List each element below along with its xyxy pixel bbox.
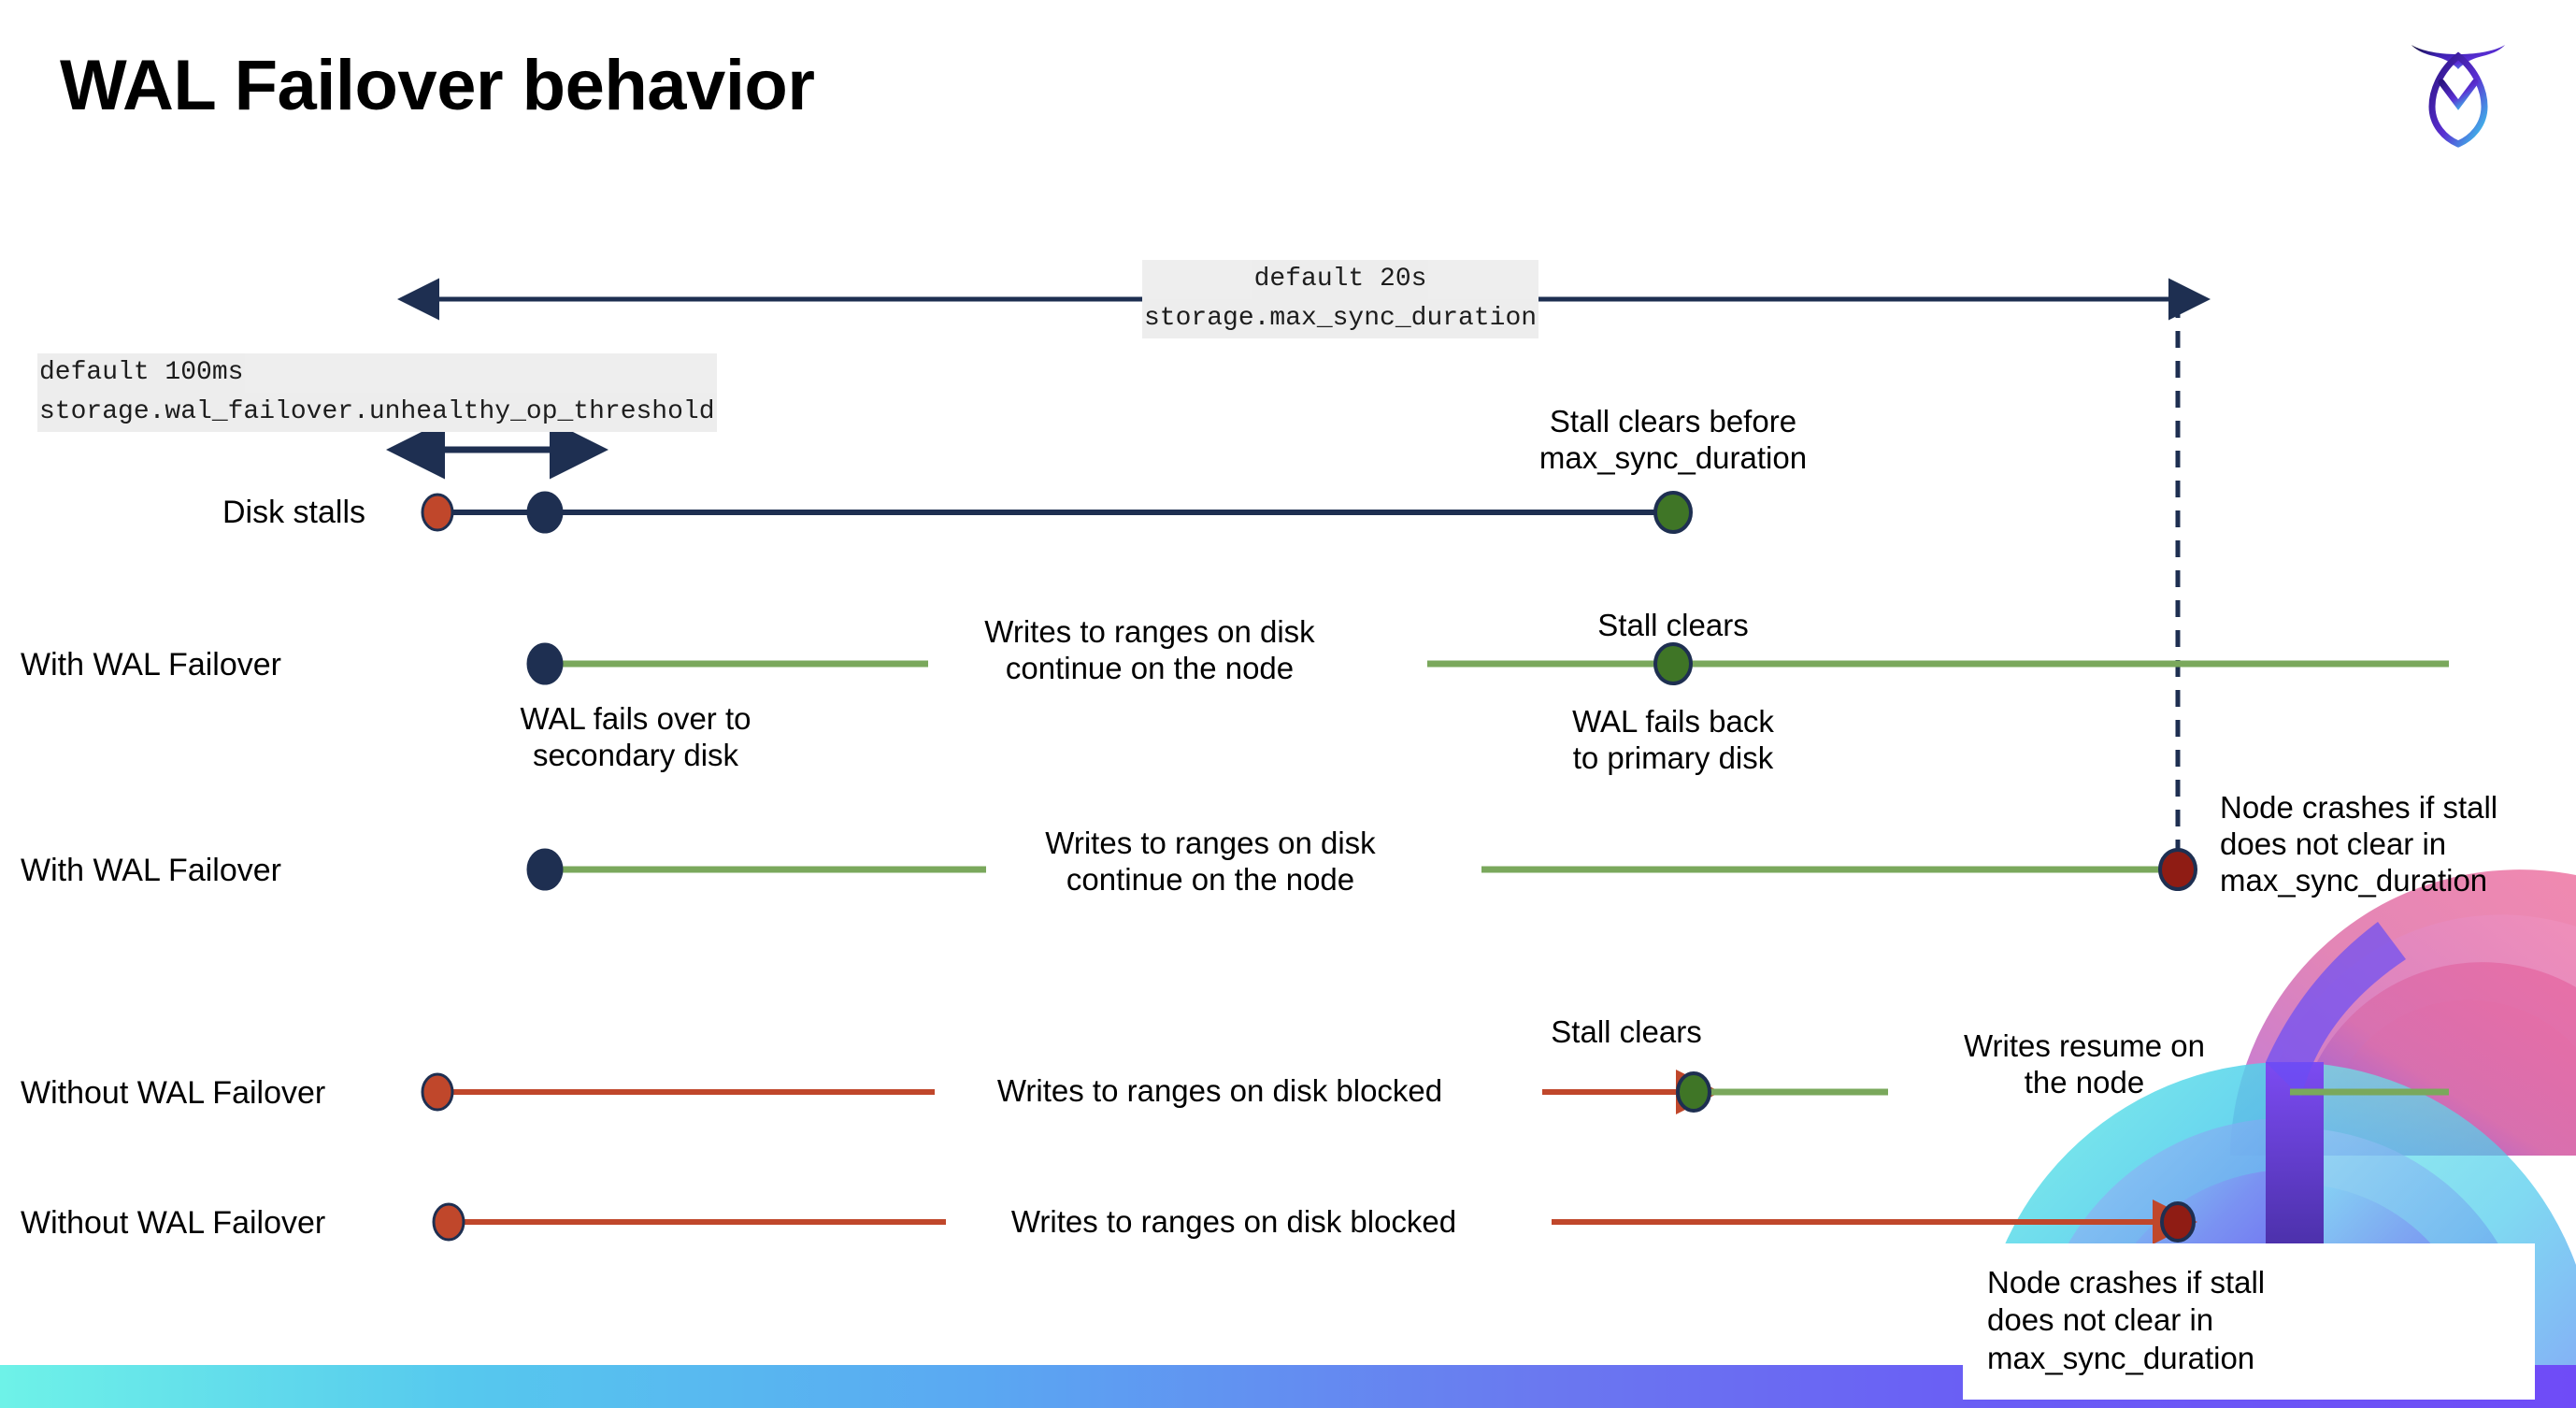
- note-wal-fails-back: WAL fails back to primary disk: [1572, 704, 1774, 775]
- note-stall-clears-before-max-sync: Stall clears before max_sync_duration: [1538, 404, 1808, 475]
- row-label-disk-stalls: Disk stalls: [222, 495, 366, 530]
- unhealthy-default-label: default 100ms: [37, 353, 246, 393]
- node-crash-marker: [2158, 848, 2197, 891]
- stall-start-marker: [421, 1072, 454, 1112]
- row-label-with-wal-failover-2: With WAL Failover: [21, 853, 281, 888]
- note-writes-blocked-2: Writes to ranges on disk blocked: [1010, 1204, 1457, 1239]
- max-sync-default-label: default 20s: [1252, 260, 1429, 299]
- stall-clear-marker: [1653, 642, 1693, 685]
- note-writes-continue-2: Writes to ranges on disk continue on the…: [1045, 826, 1376, 897]
- failover-marker: [526, 848, 564, 891]
- max-sync-setting-name: storage.max_sync_duration: [1142, 299, 1539, 338]
- unhealthy-setting-name: storage.wal_failover.unhealthy_op_thresh…: [37, 393, 717, 432]
- note-node-crashes-1: Node crashes if stall does not clear in …: [2220, 790, 2498, 898]
- row-label-with-wal-failover-1: With WAL Failover: [21, 647, 281, 682]
- stall-start-marker: [421, 493, 454, 532]
- note-writes-continue-1: Writes to ranges on disk continue on the…: [984, 614, 1315, 685]
- stall-clear-marker: [1653, 491, 1693, 534]
- page-title: WAL Failover behavior: [60, 46, 815, 125]
- row-label-without-wal-failover-2: Without WAL Failover: [21, 1205, 326, 1241]
- note-stall-clears-2: Stall clears: [1551, 1014, 1702, 1049]
- max-sync-duration-annotation: default 20s storage.max_sync_duration: [1142, 260, 1539, 338]
- note-writes-blocked-1: Writes to ranges on disk blocked: [996, 1073, 1443, 1108]
- cockroachdb-logo: [2402, 28, 2514, 150]
- note-stall-clears-1: Stall clears: [1597, 608, 1749, 642]
- node-crash-marker: [2160, 1201, 2196, 1243]
- stall-clear-marker: [1676, 1071, 1711, 1113]
- row-label-without-wal-failover-1: Without WAL Failover: [21, 1075, 326, 1111]
- failover-marker: [526, 491, 564, 534]
- failover-marker: [526, 642, 564, 685]
- stall-start-marker: [432, 1202, 465, 1242]
- note-node-crashes-2: Node crashes if stall does not clear in …: [1963, 1243, 2535, 1400]
- unhealthy-op-threshold-annotation: default 100ms storage.wal_failover.unhea…: [37, 353, 717, 432]
- note-wal-fails-over: WAL fails over to secondary disk: [520, 701, 751, 772]
- note-writes-resume: Writes resume on the node: [1964, 1028, 2205, 1099]
